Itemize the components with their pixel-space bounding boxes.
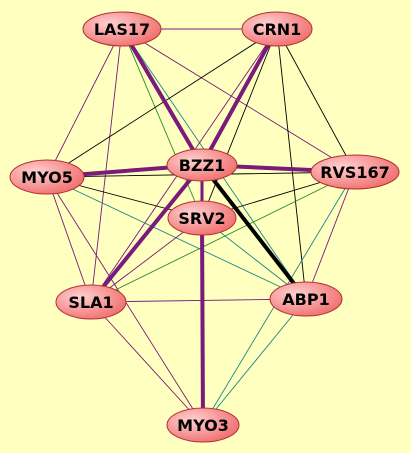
edge-las17-myo5 [46, 28, 123, 178]
node-las17-ellipse [82, 11, 162, 47]
node-sla1-label: SLA1 [68, 293, 113, 312]
node-las17-label: LAS17 [94, 20, 150, 39]
node-myo3[interactable]: MYO3 [166, 407, 240, 443]
edge-myo5-sla1 [46, 176, 92, 303]
edge-bzz1-sla1 [89, 163, 204, 304]
edge-rvs167-abp1 [305, 171, 356, 300]
node-sla1-ellipse [55, 284, 127, 320]
node-abp1-label: ABP1 [282, 290, 329, 309]
node-crn1-label: CRN1 [253, 20, 302, 39]
edge-crn1-myo5 [46, 28, 278, 178]
node-myo5[interactable]: MYO5 [9, 159, 85, 195]
node-bzz1[interactable]: BZZ1 [166, 148, 238, 182]
node-las17[interactable]: LAS17 [82, 11, 162, 47]
node-srv2-ellipse [167, 200, 237, 236]
edges-layer [45, 27, 357, 427]
node-abp1[interactable]: ABP1 [269, 281, 343, 317]
node-myo5-label: MYO5 [21, 168, 73, 187]
node-myo3-ellipse [166, 407, 240, 443]
node-sla1[interactable]: SLA1 [55, 284, 127, 320]
edge-sla1-myo3 [90, 301, 204, 426]
nodes-layer: LAS17 CRN1 MYO5 BZZ1 RVS167 SRV2 SLA1 A [9, 11, 400, 443]
edge-las17-sla1 [90, 28, 123, 303]
edge-rvs167-sla1 [90, 171, 356, 303]
node-abp1-ellipse [269, 281, 343, 317]
node-srv2-label: SRV2 [178, 209, 225, 228]
edge-las17-bzz1 [120, 27, 204, 167]
edge-myo5-abp1 [46, 176, 307, 300]
node-bzz1-label: BZZ1 [179, 156, 226, 175]
edge-crn1-rvs167 [276, 28, 356, 173]
edge-crn1-bzz1 [200, 27, 279, 167]
node-myo3-label: MYO3 [177, 416, 229, 435]
edge-crn1-abp1 [276, 28, 307, 300]
node-myo5-ellipse [9, 159, 85, 195]
node-crn1-ellipse [241, 11, 313, 47]
edge-srv2-myo3 [200, 216, 205, 427]
node-rvs167-label: RVS167 [320, 163, 390, 182]
node-srv2[interactable]: SRV2 [167, 200, 237, 236]
node-bzz1-ellipse [166, 148, 238, 182]
node-rvs167[interactable]: RVS167 [310, 154, 400, 190]
edge-las17-srv2 [121, 28, 203, 219]
edge-bzz1-abp1 [200, 163, 308, 301]
edge-abp1-myo3 [202, 298, 307, 426]
edge-crn1-srv2 [201, 28, 278, 219]
node-crn1[interactable]: CRN1 [241, 11, 313, 47]
node-rvs167-ellipse [310, 154, 400, 190]
